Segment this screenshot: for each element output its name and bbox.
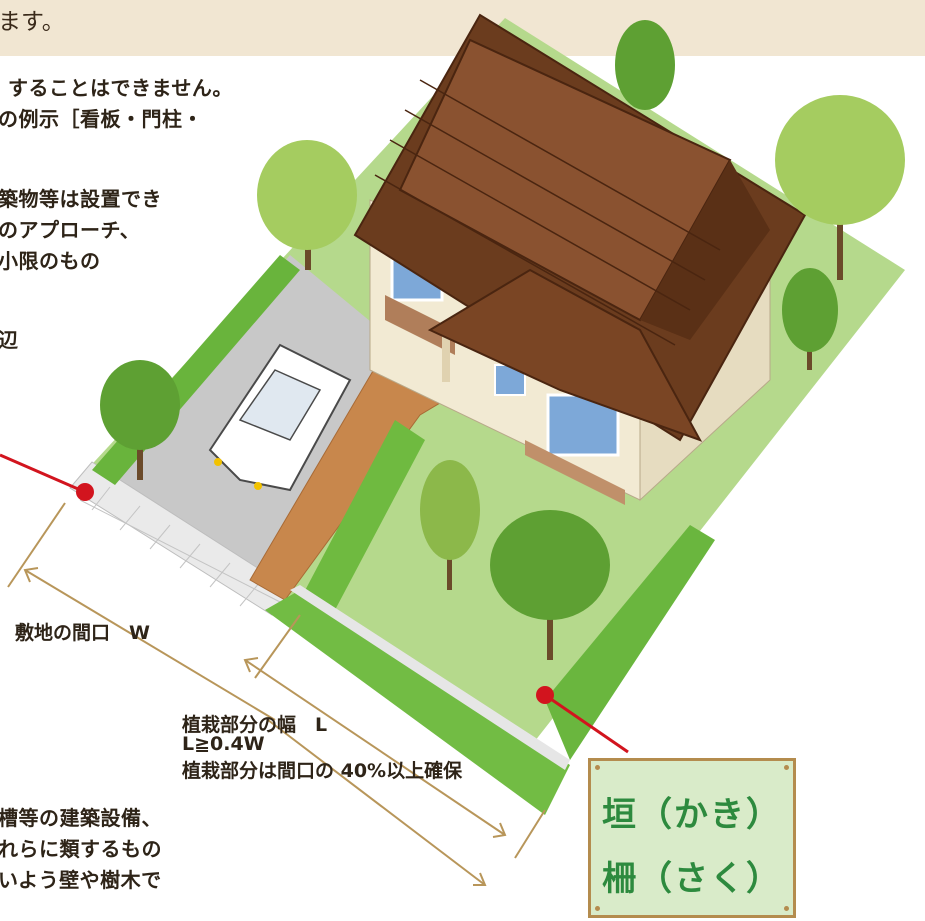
tree-right bbox=[775, 95, 905, 280]
explanation-line-8: れらに類するもの bbox=[0, 837, 162, 861]
sign-line-1: 垣（かき） bbox=[602, 795, 782, 835]
sign-pin-br bbox=[784, 906, 789, 911]
middle-hedge bbox=[300, 420, 425, 610]
dimension-frontage bbox=[7, 502, 301, 721]
pointer-dot-left bbox=[76, 483, 94, 501]
tree-top-right bbox=[615, 20, 675, 110]
front-hedge bbox=[265, 590, 570, 815]
tree-yard-front bbox=[490, 510, 610, 660]
sign-pin-bl bbox=[595, 906, 600, 911]
fence-sign: 垣（かき） 柵（さく） bbox=[588, 758, 796, 918]
pointer-line-right bbox=[544, 693, 629, 754]
sign-pin-tr bbox=[784, 765, 789, 770]
sign-line-2: 柵（さく） bbox=[602, 859, 782, 899]
explanation-line-5: 小限のもの bbox=[0, 249, 101, 273]
dimension-planting bbox=[243, 657, 546, 886]
frontage-label: 敷地の間口 W bbox=[15, 622, 150, 644]
explanation-line-9: いよう壁や樹木で bbox=[0, 868, 162, 892]
pointer-line-left bbox=[0, 453, 86, 494]
tree-back-left bbox=[257, 140, 357, 270]
explanation-line-7: 槽等の建築設備、 bbox=[0, 806, 162, 830]
explanation-line-6: 辺 bbox=[0, 328, 19, 352]
explanation-line-3: 築物等は設置でき bbox=[0, 187, 162, 211]
pointer-dot-right bbox=[536, 686, 554, 704]
banner-text: ます。 bbox=[0, 9, 65, 35]
entrance-tile-pad bbox=[69, 461, 293, 616]
planting-ratio-label: 植栽部分は間口の 40%以上確保 bbox=[182, 760, 463, 782]
front-curb bbox=[290, 585, 570, 770]
planting-formula-label: L≧0.4W bbox=[182, 733, 265, 755]
tree-left bbox=[100, 360, 180, 480]
sign-pin-tl bbox=[595, 765, 600, 770]
tree-yard-conifer bbox=[420, 460, 480, 590]
explanation-line-2: の例示［看板・門柱・ bbox=[0, 107, 203, 131]
tree-right-small bbox=[782, 268, 838, 370]
explanation-line-4: のアプローチ、 bbox=[0, 218, 141, 242]
planting-width-label: 植栽部分の幅 L bbox=[182, 714, 328, 736]
car bbox=[208, 343, 352, 492]
right-hedge bbox=[545, 525, 715, 760]
explanation-line-1: することはできません。 bbox=[8, 76, 233, 100]
house bbox=[353, 13, 807, 505]
